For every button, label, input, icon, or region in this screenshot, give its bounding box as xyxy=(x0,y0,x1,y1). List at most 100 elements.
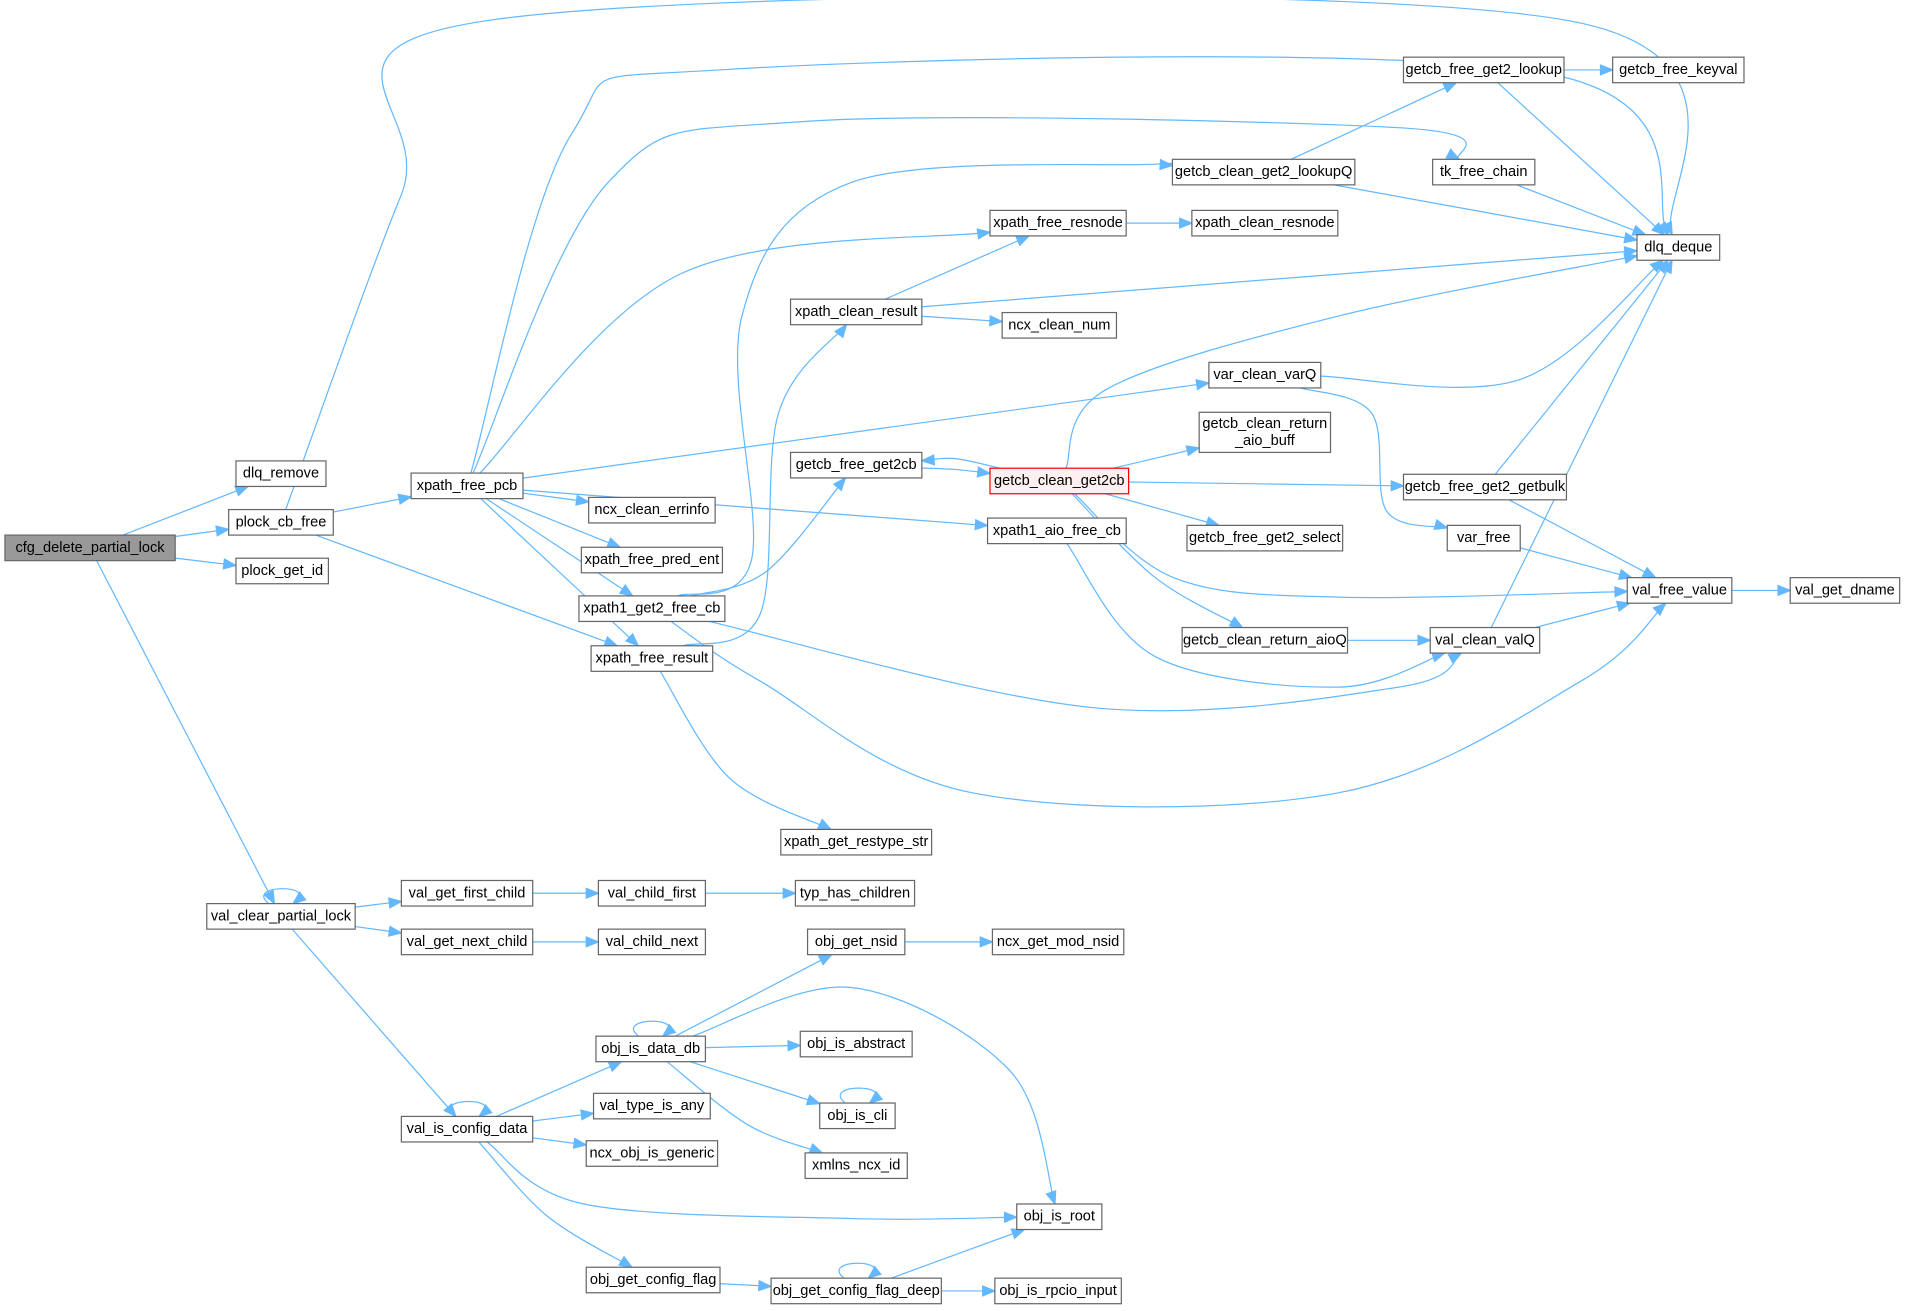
arrowhead-icon xyxy=(1015,235,1031,247)
arrowhead-icon xyxy=(1228,616,1244,629)
node-var-free[interactable]: var_free xyxy=(1446,524,1521,552)
node-val-child-first[interactable]: val_child_first xyxy=(597,879,707,907)
node-xpath-free-resnode[interactable]: xpath_free_resnode xyxy=(989,209,1127,237)
node-xpath1-get2-free-cb[interactable]: xpath1_get2_free_cb xyxy=(578,595,726,623)
edge-line xyxy=(1290,82,1457,160)
node-label: val_child_next xyxy=(606,934,698,950)
arrowhead-icon xyxy=(976,466,992,478)
edge-val_child_first-to-typ_has_children xyxy=(705,887,798,900)
node-val-get-dname[interactable]: val_get_dname xyxy=(1789,577,1901,604)
node-val-type-is-any[interactable]: val_type_is_any xyxy=(592,1092,711,1120)
edge-val_get_next_child-to-val_child_next xyxy=(532,936,601,948)
node-xpath-get-restype-str[interactable]: xpath_get_restype_str xyxy=(780,828,933,856)
node-label: obj_is_cli xyxy=(827,1108,887,1124)
edge-var_free-to-val_free_value xyxy=(1520,547,1634,580)
arrowhead-icon xyxy=(868,1090,884,1105)
node-xpath1-aio-free-cb[interactable]: xpath1_aio_free_cb xyxy=(986,517,1127,545)
node-getcb-clean-get2-lookupQ[interactable]: getcb_clean_get2_lookupQ xyxy=(1171,158,1356,186)
node-val-get-next-child[interactable]: val_get_next_child xyxy=(400,928,534,956)
node-label: val_type_is_any xyxy=(600,1098,705,1114)
node-box xyxy=(794,879,916,907)
edge-val_is_config_data-to-obj_is_root xyxy=(486,1141,1019,1223)
node-ncx-get-mod-nsid[interactable]: ncx_get_mod_nsid xyxy=(991,928,1125,956)
node-xpath-clean-resnode[interactable]: xpath_clean_resnode xyxy=(1191,209,1339,237)
node-obj-is-data-db[interactable]: obj_is_data_db xyxy=(595,1035,707,1063)
node-val-is-config-data[interactable]: val_is_config_data xyxy=(400,1115,534,1143)
node-getcb-clean-return-aio-buff[interactable]: getcb_clean_return_aio_buff xyxy=(1198,411,1332,454)
edge-line xyxy=(890,1228,1025,1279)
node-getcb-clean-get2cb[interactable]: getcb_clean_get2cb xyxy=(989,467,1130,495)
edge-line xyxy=(1113,447,1200,469)
node-tk-free-chain[interactable]: tk_free_chain xyxy=(1432,158,1536,186)
arrowhead-icon xyxy=(832,476,847,492)
node-box xyxy=(1432,158,1536,186)
node-getcb-clean-return-aioQ[interactable]: getcb_clean_return_aioQ xyxy=(1181,626,1349,654)
node-box xyxy=(770,1277,942,1305)
edge-xpath_free_result-to-xpath_clean_result xyxy=(682,323,848,647)
node-box xyxy=(989,467,1130,495)
node-obj-is-rpcio-input[interactable]: obj_is_rpcio_input xyxy=(994,1277,1122,1305)
edge-plock_cb_free-to-xpath_free_result xyxy=(315,534,619,647)
node-cfg-delete-partial-lock[interactable]: cfg_delete_partial_lock xyxy=(4,534,176,562)
edge-line xyxy=(522,382,1209,479)
node-box xyxy=(235,557,330,585)
edge-getcb_clean_get2cb-to-getcb_clean_return_aioQ xyxy=(1071,493,1244,629)
node-val-get-first-child[interactable]: val_get_first_child xyxy=(400,879,534,907)
node-obj-get-nsid[interactable]: obj_get_nsid xyxy=(806,928,906,956)
node-dlq-deque[interactable]: dlq_deque xyxy=(1636,234,1721,261)
node-obj-is-root[interactable]: obj_is_root xyxy=(1016,1203,1103,1231)
arrowhead-icon xyxy=(1615,600,1632,612)
arrowhead-icon xyxy=(1390,479,1406,492)
node-xmlns-ncx-id[interactable]: xmlns_ncx_id xyxy=(804,1152,908,1180)
node-xpath-free-result[interactable]: xpath_free_result xyxy=(590,645,714,672)
node-obj-is-abstract[interactable]: obj_is_abstract xyxy=(799,1030,913,1058)
edge-xpath_free_resnode-to-xpath_clean_resnode xyxy=(1126,217,1194,229)
arrowhead-icon xyxy=(1010,1228,1026,1240)
edge-line xyxy=(479,231,991,474)
node-label: getcb_clean_return_aioQ xyxy=(1183,632,1347,648)
node-label: xpath_free_resnode xyxy=(993,215,1123,231)
node-obj-get-config-flag[interactable]: obj_get_config_flag xyxy=(585,1266,721,1294)
node-ncx-obj-is-generic[interactable]: ncx_obj_is_generic xyxy=(585,1140,719,1167)
node-val-clear-partial-lock[interactable]: val_clear_partial_lock xyxy=(206,902,356,930)
node-typ-has-children[interactable]: typ_has_children xyxy=(794,879,916,907)
node-plock-get-id[interactable]: plock_get_id xyxy=(235,557,330,585)
edge-line xyxy=(96,560,275,904)
node-xpath-free-pred-ent[interactable]: xpath_free_pred_ent xyxy=(580,546,724,574)
node-getcb-free-get2-lookup[interactable]: getcb_free_get2_lookup xyxy=(1402,56,1565,84)
node-label: tk_free_chain xyxy=(1440,164,1528,180)
node-val-clean-valQ[interactable]: val_clean_valQ xyxy=(1429,626,1541,654)
arrowhead-icon xyxy=(1447,652,1463,665)
arrowhead-icon xyxy=(215,525,231,537)
edge-getcb_clean_get2_lookupQ-to-dlq_deque xyxy=(1333,184,1639,244)
edge-obj_is_data_db-to-obj_is_data_db xyxy=(632,1020,677,1038)
node-obj-is-cli[interactable]: obj_is_cli xyxy=(819,1102,896,1130)
node-ncx-clean-errinfo[interactable]: ncx_clean_errinfo xyxy=(588,496,716,524)
edge-var_clean_varQ-to-dlq_deque xyxy=(1320,259,1665,388)
arrowhead-icon xyxy=(976,228,992,240)
edge-val_get_first_child-to-val_child_first xyxy=(532,887,601,900)
node-val-free-value[interactable]: val_free_value xyxy=(1626,577,1733,604)
node-getcb-free-keyval[interactable]: getcb_free_keyval xyxy=(1612,56,1745,84)
node-val-child-next[interactable]: val_child_next xyxy=(597,928,707,956)
edge-xpath1_aio_free_cb-to-val_clean_valQ xyxy=(1066,543,1447,688)
arrowhead-icon xyxy=(1599,64,1615,76)
node-obj-get-config-flag-deep[interactable]: obj_get_config_flag_deep xyxy=(770,1277,942,1305)
node-getcb-free-get2-getbulk[interactable]: getcb_free_get2_getbulk xyxy=(1402,473,1568,501)
node-xpath-clean-result[interactable]: xpath_clean_result xyxy=(789,298,923,326)
node-dlq-remove[interactable]: dlq_remove xyxy=(235,460,327,488)
node-box xyxy=(597,928,707,956)
arrowhead-icon xyxy=(1445,148,1461,161)
node-var-clean-varQ[interactable]: var_clean_varQ xyxy=(1208,361,1322,389)
node-box xyxy=(1001,311,1118,339)
arrowhead-icon xyxy=(758,1279,773,1292)
edge-val_is_config_data-to-val_is_config_data xyxy=(449,1100,493,1118)
arrowhead-icon xyxy=(1433,518,1449,530)
node-getcb-free-get2cb[interactable]: getcb_free_get2cb xyxy=(789,451,923,479)
arrowhead-icon xyxy=(572,1137,588,1149)
node-ncx-clean-num[interactable]: ncx_clean_num xyxy=(1001,311,1118,339)
node-xpath-free-pcb[interactable]: xpath_free_pcb xyxy=(410,472,524,500)
node-getcb-free-get2-select[interactable]: getcb_free_get2_select xyxy=(1186,524,1344,552)
node-plock-cb-free[interactable]: plock_cb_free xyxy=(228,508,334,536)
arrowhead-icon xyxy=(974,518,990,531)
